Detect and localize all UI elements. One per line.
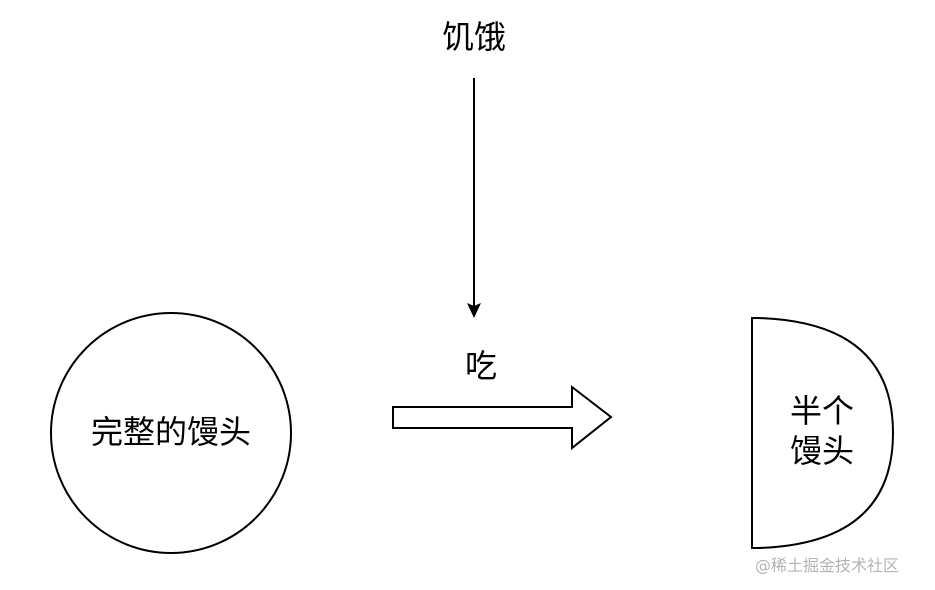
half-bun-label-line2: 馒头 bbox=[789, 432, 854, 470]
whole-bun-circle bbox=[50, 312, 292, 554]
half-bun-shape bbox=[751, 317, 895, 549]
hunger-label: 饥饿 bbox=[441, 18, 506, 56]
eat-block-arrow bbox=[392, 384, 613, 451]
eat-label: 吃 bbox=[464, 347, 497, 385]
hunger-arrow-head bbox=[467, 303, 481, 318]
watermark: @稀土掘金技术社区 bbox=[755, 556, 900, 575]
half-bun-label-line1: 半个 bbox=[789, 392, 854, 430]
whole-bun-label: 完整的馒头 bbox=[90, 413, 251, 451]
